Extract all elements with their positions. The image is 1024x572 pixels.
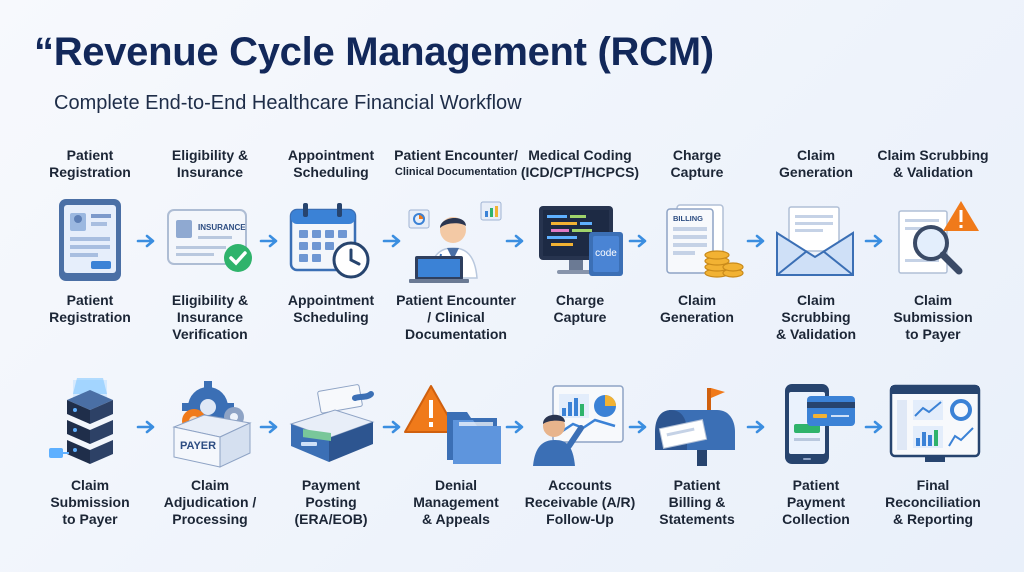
flow-arrow-icon — [746, 234, 768, 248]
flow-arrow-icon — [136, 420, 158, 434]
flow-arrow-icon — [746, 420, 768, 434]
stage-label: Final Reconciliation & Reporting — [885, 477, 981, 527]
page-title: “Revenue Cycle Management (RCM) — [34, 30, 714, 74]
top-label-2: Eligibility & Insurance — [171, 147, 249, 180]
stage-label: Claim Scrubbing & Validation — [775, 292, 857, 342]
stage-label: Patient Registration — [49, 292, 131, 325]
tablet-form-icon — [35, 190, 145, 290]
stage-label: Patient Encounter / Clinical Documentati… — [396, 292, 516, 342]
stage-label: Claim Submission to Payer — [893, 292, 973, 342]
top-label-1: Patient Registration — [49, 147, 131, 180]
stage-label: Charge Capture — [553, 292, 607, 325]
warning-folders-icon — [398, 374, 508, 474]
top-label-7: Claim Generation — [779, 147, 853, 180]
flow-arrow-icon — [505, 420, 527, 434]
flow-arrow-icon — [382, 234, 404, 248]
svg-text:code: code — [595, 248, 617, 259]
flow-arrow-icon — [259, 420, 281, 434]
server-stack-icon — [35, 374, 145, 474]
stage-label: Accounts Receivable (A/R) Follow-Up — [524, 477, 636, 527]
payer-gears-icon: PAYER — [155, 374, 265, 474]
stage-label: Claim Generation — [660, 292, 734, 325]
billing-coins-icon: BILLING — [642, 190, 752, 290]
stage-label: Payment Posting (ERA/EOB) — [294, 477, 368, 527]
phone-card-icon — [760, 374, 870, 474]
calendar-clock-icon — [276, 190, 386, 290]
svg-text:INSURANCE: INSURANCE — [198, 223, 246, 232]
code-monitor-icon: code — [522, 190, 632, 290]
stage-label: Appointment Scheduling — [287, 292, 375, 325]
svg-text:BILLING: BILLING — [673, 214, 703, 223]
stage-label: Denial Management & Appeals — [413, 477, 499, 527]
stage-label: Patient Payment Collection — [782, 477, 850, 527]
analyst-dashboard-icon — [522, 374, 632, 474]
top-label-5: Medical Coding (ICD/CPT/HCPCS) — [520, 147, 640, 180]
envelope-icon — [760, 190, 870, 290]
top-label-4: Patient Encounter/ Clinical Documentatio… — [394, 147, 518, 178]
flow-arrow-icon — [382, 420, 404, 434]
flow-arrow-icon — [259, 234, 281, 248]
flow-arrow-icon — [136, 234, 158, 248]
flow-arrow-icon — [628, 420, 650, 434]
stage-label: Claim Adjudication / Processing — [163, 477, 257, 527]
mailbox-icon — [642, 374, 752, 474]
page-subtitle: Complete End-to-End Healthcare Financial… — [54, 92, 522, 114]
flow-arrow-icon — [864, 420, 886, 434]
top-label-8: Claim Scrubbing & Validation — [877, 147, 989, 180]
reports-dashboard-icon — [880, 374, 990, 474]
top-label-6: Charge Capture — [670, 147, 724, 180]
stage-label: Eligibility & Insurance Verification — [171, 292, 249, 342]
magnifier-warning-icon — [880, 190, 990, 290]
stage-label: Claim Submission to Payer — [50, 477, 130, 527]
flow-arrow-icon — [864, 234, 886, 248]
svg-text:PAYER: PAYER — [180, 440, 216, 452]
top-label-3: Appointment Scheduling — [287, 147, 375, 180]
stage-label: Patient Billing & Statements — [659, 477, 735, 527]
flow-arrow-icon — [505, 234, 527, 248]
doctor-laptop-icon — [398, 190, 508, 290]
insurance-card-icon: INSURANCE — [155, 190, 265, 290]
payment-drawer-icon — [276, 374, 386, 474]
flow-arrow-icon — [628, 234, 650, 248]
